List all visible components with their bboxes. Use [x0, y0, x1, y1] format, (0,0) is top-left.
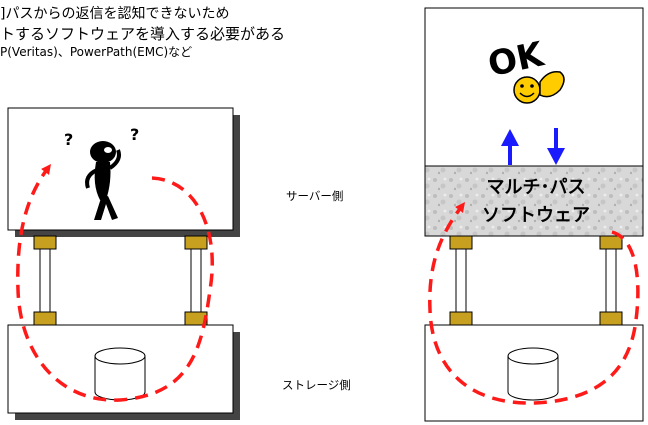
right-redirected-path-arrow: [428, 202, 640, 405]
software-label-line-2: ソフトウェア: [482, 205, 590, 226]
left-server-port-1: [33, 235, 57, 250]
intro-line-2: トするソフトウェアを導入する必要がある: [0, 25, 286, 43]
left-storage-port-1: [33, 311, 57, 326]
ok-hand-icon: [539, 70, 565, 98]
flow-up-arrow-icon: [501, 129, 519, 165]
right-server-port-2: [599, 235, 623, 250]
left-server-port-2: [184, 235, 208, 250]
right-storage-port-2: [599, 311, 623, 326]
right-server-port-1: [449, 235, 473, 250]
server-side-label: サーバー側: [286, 189, 344, 203]
left-failed-path-arrow: [16, 163, 215, 402]
left-server-box: [7, 107, 234, 231]
left-configuration: ? ?: [7, 107, 240, 420]
question-mark-1: ?: [64, 130, 73, 149]
question-mark-2: ?: [130, 125, 139, 144]
storage-side-label: ストレージ側: [282, 378, 351, 392]
multipath-software-layer: [424, 165, 644, 237]
right-disk-icon: [507, 347, 559, 401]
flow-down-arrow-icon: [547, 128, 565, 165]
intro-line-1: ]パスからの返信を認知できないため: [0, 6, 230, 22]
software-label-line-1: マルチ･パス: [487, 177, 586, 198]
right-configuration: OK マルチ･パス ソフトウェア: [424, 7, 644, 422]
intro-line-3: P(Veritas)、PowerPath(EMC)など: [0, 45, 193, 59]
smiley-icon: [513, 76, 541, 104]
left-disk-icon: [94, 347, 146, 401]
confused-person-icon: ? ?: [64, 125, 139, 220]
right-storage-port-1: [449, 311, 473, 326]
